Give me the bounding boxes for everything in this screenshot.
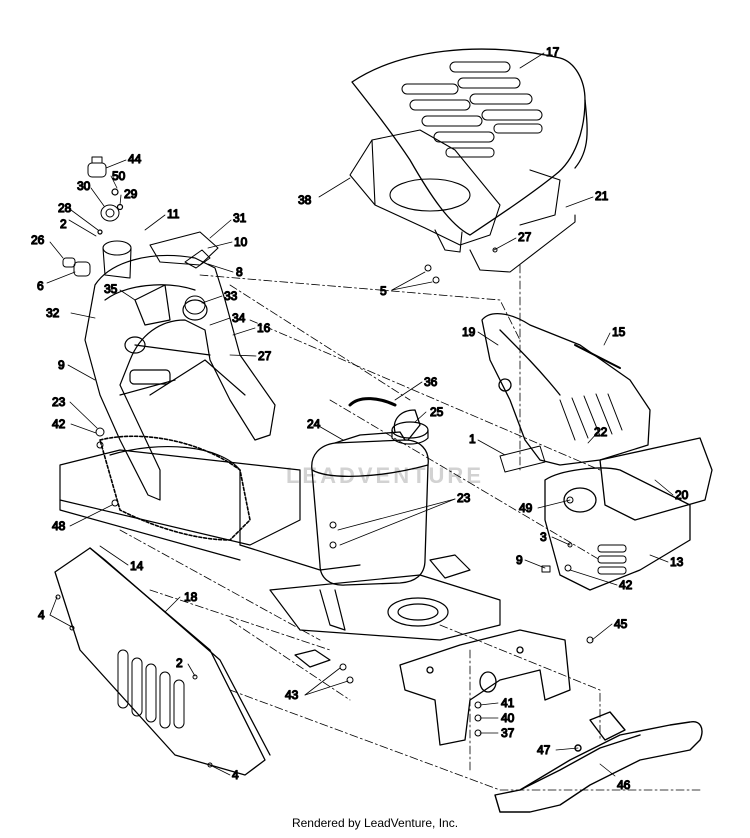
callout-20: 20	[675, 488, 689, 502]
callout-labels: 17 38 21 27 5 44 50 30 29 28 11 31 2 26 …	[30, 44, 689, 792]
callout-42-dash: 42	[52, 417, 66, 431]
steering-column	[102, 240, 132, 279]
ignition-switch	[87, 156, 107, 178]
callout-25: 25	[430, 405, 444, 419]
key-bezel	[100, 204, 120, 222]
callout-8: 8	[236, 265, 243, 279]
callout-38: 38	[298, 193, 312, 207]
callout-10: 10	[234, 235, 248, 249]
callout-42-nose: 42	[619, 578, 633, 592]
callout-45: 45	[614, 617, 628, 631]
callout-19: 19	[462, 325, 476, 339]
nose-vent-slots	[597, 544, 627, 575]
callout-34: 34	[232, 311, 246, 325]
fuel-tank	[311, 409, 429, 586]
hood-vent-grill-right	[449, 61, 543, 134]
callout-15: 15	[612, 325, 626, 339]
callout-40: 40	[501, 711, 515, 725]
callout-33: 33	[224, 289, 238, 303]
callout-4-bottom: 4	[232, 768, 239, 782]
callout-1: 1	[469, 432, 476, 446]
callout-29: 29	[124, 187, 138, 201]
callout-18: 18	[184, 590, 198, 604]
callout-44: 44	[128, 152, 142, 166]
front-axle-bracket	[399, 629, 571, 746]
callout-23-tank: 23	[457, 491, 471, 505]
callout-30: 30	[77, 179, 91, 193]
callout-11: 11	[167, 207, 180, 221]
callout-26: 26	[31, 233, 45, 247]
hood	[351, 48, 588, 236]
callout-22: 22	[594, 425, 608, 439]
callout-50: 50	[112, 169, 126, 183]
callout-27-hood: 27	[518, 230, 532, 244]
hood-rod	[469, 214, 576, 273]
callout-46: 46	[617, 778, 631, 792]
fuel-cap	[391, 421, 429, 445]
fuel-line	[348, 397, 397, 407]
callout-21: 21	[595, 189, 609, 203]
callout-4-left: 4	[38, 608, 45, 622]
callout-5: 5	[380, 284, 387, 298]
callout-41: 41	[501, 696, 515, 710]
callout-2-panel: 2	[176, 656, 183, 670]
throttle-knob	[62, 257, 91, 277]
grille-louvres	[559, 393, 623, 441]
knob-33	[184, 295, 206, 315]
front-grille-housing	[481, 313, 651, 466]
callout-9-dash: 9	[58, 358, 65, 372]
callout-23-dash: 23	[52, 395, 66, 409]
callout-2-dash: 2	[60, 217, 67, 231]
assembly-lines	[119, 264, 701, 791]
chrome-strip-10	[184, 249, 211, 269]
drive-belt	[99, 435, 251, 541]
footer-credit: Rendered by LeadVenture, Inc.	[291, 816, 459, 830]
callout-9-nose: 9	[516, 553, 523, 567]
front-nose-cone	[544, 467, 691, 591]
callout-32: 32	[46, 306, 60, 320]
callout-47: 47	[537, 743, 551, 757]
callout-13: 13	[670, 555, 684, 569]
hood-liner	[349, 129, 561, 253]
callout-16: 16	[257, 321, 271, 335]
front-bumper	[494, 711, 703, 813]
watermark: LEADVENTURE	[285, 463, 484, 488]
callout-28: 28	[58, 201, 72, 215]
grille-bracket	[499, 445, 546, 473]
callout-14: 14	[130, 559, 144, 573]
side-panel-left	[54, 547, 271, 776]
callout-36: 36	[424, 375, 438, 389]
screw-28	[97, 229, 103, 235]
callout-27-dash: 27	[258, 349, 272, 363]
callout-49: 49	[519, 501, 533, 515]
wire-harness	[574, 344, 621, 369]
headlight-lens	[599, 437, 713, 521]
callout-37: 37	[501, 726, 515, 740]
callout-31: 31	[233, 211, 247, 225]
ignition-nut	[111, 188, 119, 196]
chassis-frame	[59, 445, 501, 668]
callout-3: 3	[540, 530, 547, 544]
callout-35: 35	[104, 282, 118, 296]
hood-vent-grill-left	[401, 83, 495, 158]
callout-6: 6	[37, 279, 44, 293]
callout-48: 48	[52, 519, 66, 533]
fasteners	[55, 247, 594, 768]
callout-24: 24	[307, 417, 321, 431]
leader-lines	[46, 52, 674, 777]
callout-43: 43	[285, 688, 299, 702]
callout-17: 17	[546, 45, 560, 59]
dash-console	[84, 254, 276, 501]
side-panel-grill	[117, 649, 185, 729]
